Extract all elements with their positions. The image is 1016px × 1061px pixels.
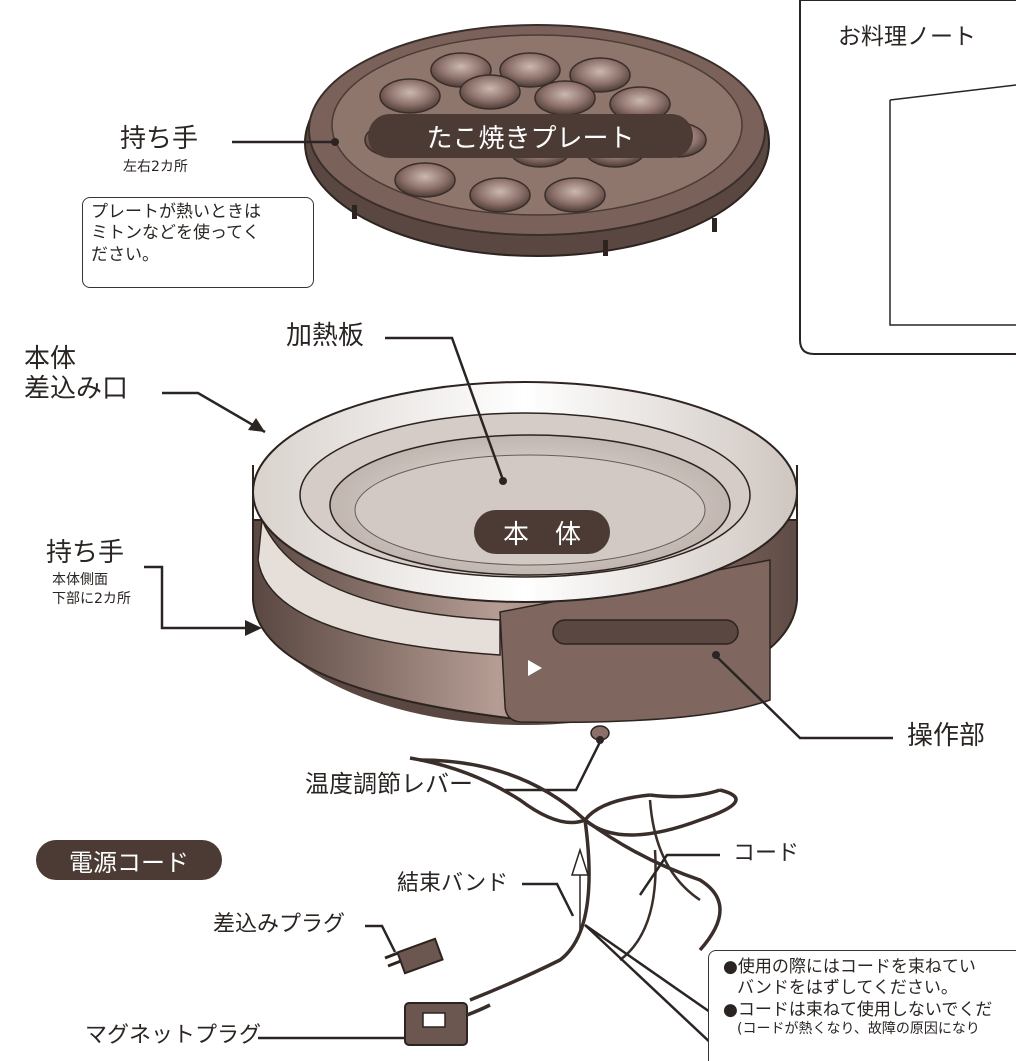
plate-handle-label: 持ち手 [120, 124, 199, 154]
heater-plate-label: 加熱板 [286, 321, 365, 351]
cable-tie [570, 847, 590, 930]
cord-label: コード [733, 841, 800, 866]
note-line: プレートが熱いときは [91, 202, 261, 222]
caution-line: (コードが熱くなり、故障の原因になり [737, 1020, 980, 1037]
plate-title-badge: たこ焼きプレート [368, 114, 693, 158]
note-line: ださい。 [91, 244, 159, 265]
body-leaders [144, 336, 893, 792]
temperature-lever-label: 温度調節レバー [305, 770, 473, 798]
caution-line: バンドをはずしてください。 [737, 978, 958, 999]
note-line: ミトンなどを使ってく [91, 223, 260, 244]
magnet-plug-label: マグネットプラグ [85, 1023, 262, 1048]
power-cord-title-badge: 電源コード [36, 840, 222, 880]
plate-handle-sublabel: 左右2カ所 [123, 159, 188, 175]
body-inlet-label: 本体 差込み口 [24, 344, 129, 405]
cord-leaders [258, 853, 731, 1061]
body-inlet-label-line1: 本体 [24, 344, 77, 374]
body-unit [252, 381, 798, 741]
notebook-title: お料理ノート [838, 24, 976, 50]
body-title-badge: 本 体 [474, 510, 610, 554]
cord-plugs [384, 937, 491, 1046]
body-handle-sublabel-2: 下部に2カ所 [52, 591, 131, 607]
cable-tie-label: 結束バンド [397, 871, 509, 896]
control-panel-label: 操作部 [907, 721, 986, 751]
body-handle-label: 持ち手 [46, 538, 125, 568]
caution-line: ●コードは束ねて使用しないでくだ [723, 999, 993, 1020]
caution-line: ●使用の際にはコードを束ねてい [723, 957, 976, 977]
plate-caution-note: プレートが熱いときは ミトンなどを使ってく ださい。 [82, 197, 314, 288]
notebook-panel [799, 0, 1016, 355]
plug-label: 差込みプラグ [213, 912, 346, 937]
cord-caution-note: ●使用の際にはコードを束ねてい バンドをはずしてください。 ●コードは束ねて使用… [708, 950, 1016, 1061]
body-inlet-label-line2: 差込み口 [24, 373, 129, 404]
body-handle-sublabel-1: 本体側面 [52, 572, 108, 588]
